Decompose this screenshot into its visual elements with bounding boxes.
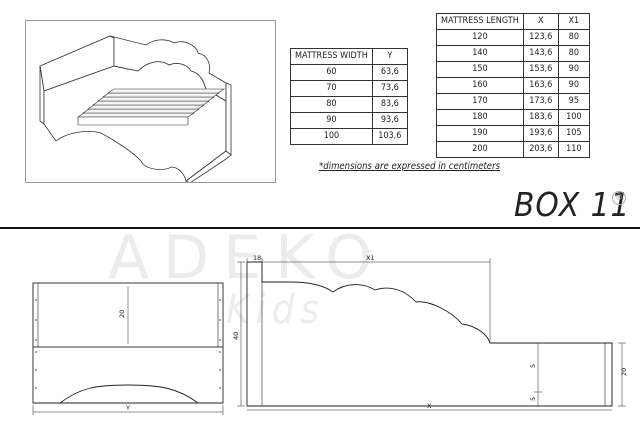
front-cutout xyxy=(59,384,199,404)
front-panel-lower xyxy=(32,347,224,404)
side-step-label: 5 xyxy=(529,364,537,368)
table-cell: 200 xyxy=(436,141,524,158)
table-cell: 110 xyxy=(557,141,590,158)
side-top-length-label: X1 xyxy=(366,254,375,262)
front-height-label: 20 xyxy=(118,310,126,318)
table-cell: 90 xyxy=(557,77,590,94)
side-panel-outline xyxy=(246,261,613,407)
watermark-brand: ADEKO xyxy=(108,223,387,293)
side-right-edge xyxy=(604,343,613,406)
front-width-label: Y xyxy=(125,404,130,412)
side-view xyxy=(237,258,626,411)
slats xyxy=(77,88,225,118)
table-cell: 203,6 xyxy=(522,141,559,158)
side-top-offset-label: 18 xyxy=(253,254,261,262)
front-view xyxy=(32,282,224,415)
watermark-sub: Kids xyxy=(226,287,326,333)
side-total-height-label: 40 xyxy=(232,332,240,340)
side-bottom-label: 5 xyxy=(529,397,537,401)
registered-mark: ® xyxy=(612,191,626,205)
bed-3d-drawing xyxy=(39,35,232,184)
side-length-label: X xyxy=(427,402,432,410)
table-cell: 103,6 xyxy=(371,128,408,145)
product-title: BOX 11 xyxy=(514,185,631,224)
bed-3d-thumbnail xyxy=(25,20,276,184)
front-panel-upper xyxy=(32,282,224,348)
section-divider xyxy=(0,227,640,229)
table-header-row: MATTRESS LENGTH X X1 xyxy=(436,13,590,30)
side-right-height-label: 20 xyxy=(620,368,628,376)
dimension-lines xyxy=(237,258,626,411)
dimensions-note: *dimensions are expressed in centimeters xyxy=(319,161,501,172)
